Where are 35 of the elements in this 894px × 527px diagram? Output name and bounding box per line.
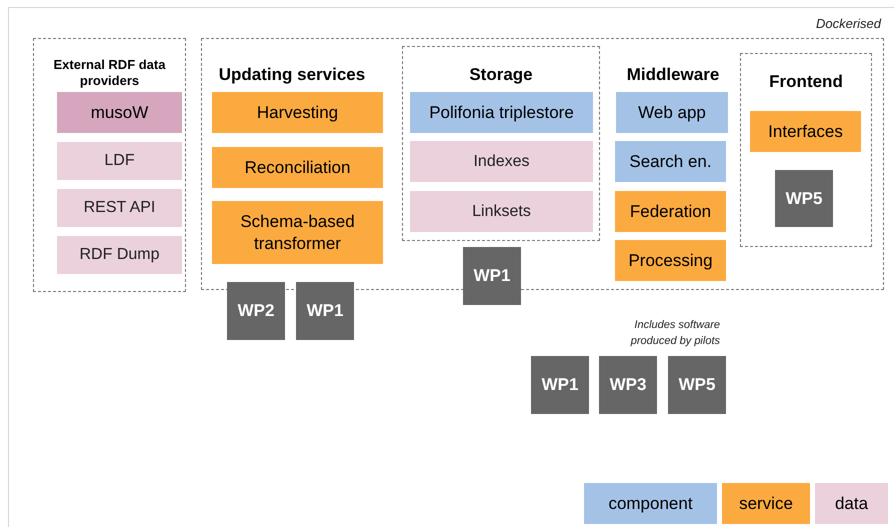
group-heading: Frontend [768, 71, 844, 93]
note-text: Includes software produced by pilots [630, 318, 720, 349]
legend-swatch: service [722, 483, 810, 524]
work-package-tile: WP5 [775, 170, 833, 227]
work-package-tile: WP3 [599, 356, 657, 414]
service-box: Schema-based transformer [212, 201, 383, 264]
component-box: Polifonia triplestore [410, 92, 593, 133]
dashed-group-frame [33, 38, 186, 292]
work-package-tile: WP1 [531, 356, 589, 414]
service-box: Interfaces [750, 111, 861, 152]
column-heading: Middleware [626, 64, 720, 86]
work-package-tile: WP2 [227, 282, 285, 340]
data-box: musoW [57, 92, 182, 133]
service-box: Federation [615, 191, 726, 232]
component-box: Web app [616, 92, 728, 133]
dashed-group-frame [740, 53, 872, 247]
service-box: Processing [615, 240, 726, 281]
service-box: Harvesting [212, 92, 383, 133]
group-heading: External RDF data providers [52, 57, 166, 89]
data-box: REST API [57, 189, 182, 227]
work-package-tile: WP1 [463, 247, 521, 305]
data-box: LDF [57, 142, 182, 180]
dashed-group-frame [402, 46, 600, 241]
data-box: Indexes [410, 141, 593, 182]
legend-swatch: component [584, 483, 717, 524]
group-heading: Storage [468, 64, 534, 86]
column-heading: Updating services [218, 64, 366, 86]
work-package-tile: WP1 [296, 282, 354, 340]
service-box: Reconciliation [212, 147, 383, 188]
group-heading: Dockerised [816, 15, 881, 33]
work-package-tile: WP5 [668, 356, 726, 414]
legend-swatch: data [815, 483, 888, 524]
data-box: Linksets [410, 191, 593, 232]
component-box: Search en. [615, 141, 726, 182]
data-box: RDF Dump [57, 236, 182, 274]
